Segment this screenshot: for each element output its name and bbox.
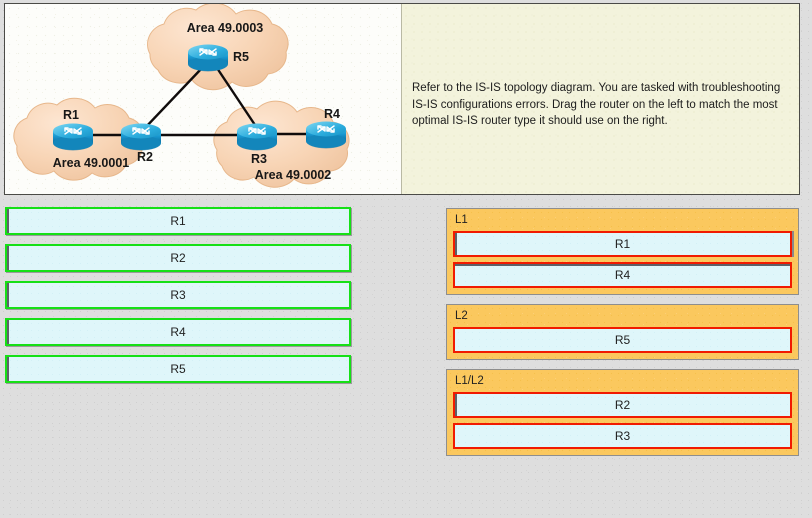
dropped-router-l1l2-r3-label: R3 [614, 429, 631, 443]
drop-target-group-l1-label: L1 [455, 214, 468, 226]
draggable-router-r4[interactable]: R4 [5, 318, 351, 346]
dropped-router-l1-r1-label: R1 [614, 237, 631, 251]
isis-topology-svg: Area 49.0003 Area 49.0001 Area 49.0002 R… [13, 4, 350, 188]
router-icon-r2 [121, 123, 161, 151]
question-text-panel: Refer to the IS-IS topology diagram. You… [401, 4, 799, 194]
draggable-router-r2[interactable]: R2 [5, 244, 351, 272]
dropped-router-l1-r4[interactable]: R4 [453, 262, 792, 288]
link-r5-r3 [216, 67, 258, 129]
drop-target-group-l1l2-label: L1/L2 [455, 375, 484, 387]
dropped-router-l1l2-r2[interactable]: R2 [453, 392, 792, 418]
router-icon-r1 [53, 123, 93, 151]
area-label-49-0003: Area 49.0003 [187, 21, 264, 35]
area-label-49-0001: Area 49.0001 [53, 156, 130, 170]
draggable-router-r3-label: R3 [170, 288, 186, 302]
draggable-router-source-list: R1 R2 R3 R4 R5 [5, 207, 351, 392]
dropped-router-l1-r1[interactable]: R1 [453, 231, 792, 257]
draggable-router-r1[interactable]: R1 [5, 207, 351, 235]
dropped-router-l1l2-r2-label: R2 [614, 398, 631, 412]
drop-target-group-l1[interactable]: L1 R1 R4 [446, 208, 799, 295]
area-label-49-0002: Area 49.0002 [255, 168, 332, 182]
draggable-router-r5-label: R5 [170, 362, 186, 376]
drop-target-group-l2[interactable]: L2 R5 [446, 304, 799, 360]
stimulus-area: Area 49.0003 Area 49.0001 Area 49.0002 R… [4, 3, 800, 195]
draggable-router-r1-label: R1 [170, 214, 186, 228]
router-icon-r5 [188, 44, 228, 72]
draggable-router-r4-label: R4 [170, 325, 186, 339]
dropped-router-l2-r5[interactable]: R5 [453, 327, 792, 353]
link-r2-r5 [143, 67, 203, 130]
question-prompt: Refer to the IS-IS topology diagram. You… [412, 82, 781, 127]
drop-target-group-l2-label: L2 [455, 310, 468, 322]
router-icon-r3 [237, 123, 277, 151]
topology-diagram-panel: Area 49.0003 Area 49.0001 Area 49.0002 R… [5, 4, 401, 194]
dropped-router-l1l2-r3[interactable]: R3 [453, 423, 792, 449]
draggable-router-r2-label: R2 [170, 251, 186, 265]
router-label-r4: R4 [324, 107, 340, 121]
draggable-router-r5[interactable]: R5 [5, 355, 351, 383]
router-icon-r4 [306, 121, 346, 149]
draggable-router-r3[interactable]: R3 [5, 281, 351, 309]
router-label-r1: R1 [63, 108, 79, 122]
dropped-router-l1-r4-label: R4 [614, 268, 631, 282]
drop-target-group-list: L1 R1 R4 L2 R5 L1/L2 R2 R3 [446, 208, 799, 465]
router-label-r2: R2 [137, 150, 153, 164]
router-label-r5: R5 [233, 50, 249, 64]
drop-target-group-l1l2[interactable]: L1/L2 R2 R3 [446, 369, 799, 456]
router-label-r3: R3 [251, 152, 267, 166]
dropped-router-l2-r5-label: R5 [614, 333, 631, 347]
